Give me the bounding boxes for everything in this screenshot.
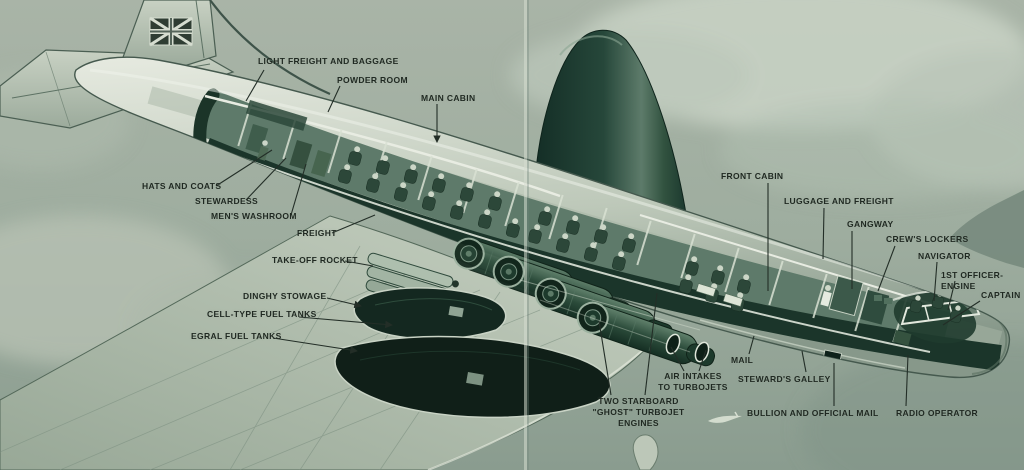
tail-fin <box>121 0 331 96</box>
fuselage <box>74 56 1011 379</box>
label-light-freight-and-baggage: LIGHT FREIGHT AND BAGGAGE <box>258 56 399 66</box>
label-captain: CAPTAIN <box>981 290 1021 300</box>
page-fold <box>524 0 529 470</box>
coastline <box>950 190 1024 268</box>
label-radio-operator: RADIO OPERATOR <box>896 408 979 418</box>
label-luggage-and-freight: LUGGAGE AND FREIGHT <box>784 196 894 206</box>
label-air-intakes-to-turbojets: AIR INTAKES TO TURBOJETS <box>658 371 728 393</box>
label-crews-lockers: CREW'S LOCKERS <box>886 234 969 244</box>
label-front-cabin: FRONT CABIN <box>721 171 784 181</box>
label-egral-fuel-tanks: EGRAL FUEL TANKS <box>191 331 282 341</box>
label-navigator: NAVIGATOR <box>918 251 971 261</box>
label-main-cabin: MAIN CABIN <box>421 93 476 103</box>
galley-and-lockers <box>820 275 892 367</box>
label-stewards-galley: STEWARD'S GALLEY <box>738 374 831 384</box>
label-mail: MAIL <box>731 355 754 365</box>
wing-leading-edge-fairing <box>632 434 659 470</box>
label-stewardess: STEWARDESS <box>195 196 259 206</box>
label-powder-room: POWDER ROOM <box>337 75 408 85</box>
label-take-off-rocket: TAKE-OFF ROCKET <box>272 255 358 265</box>
label-bullion-and-official-mail: BULLION AND OFFICIAL MAIL <box>747 408 879 418</box>
union-jack-flag <box>149 16 193 47</box>
label-cell-type-fuel-tanks: CELL-TYPE FUEL TANKS <box>207 309 317 319</box>
label-dinghy-stowage: DINGHY STOWAGE <box>243 291 327 301</box>
front-cabin-tables <box>695 283 744 307</box>
label-gangway: GANGWAY <box>847 219 894 229</box>
label-two-starboard-ghost-turbojet-engines: TWO STARBOARD "GHOST" TURBOJET ENGINES <box>592 396 685 429</box>
distant-aircraft <box>708 411 742 423</box>
label-first-officer-engineer: 1ST OFFICER-ENGINE <box>941 270 1004 292</box>
label-freight: FREIGHT <box>297 228 337 238</box>
label-hats-and-coats: HATS AND COATS <box>142 181 222 191</box>
label-mens-washroom: MEN'S WASHROOM <box>211 211 297 221</box>
